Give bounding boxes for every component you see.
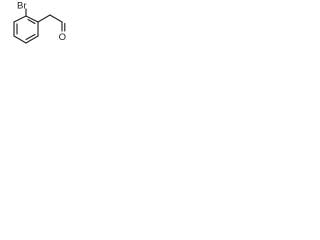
ring-bond-4	[25, 35, 39, 44]
bromine-label: Br	[17, 1, 27, 12]
ring-double-bond-1	[27, 18, 36, 25]
ring-double-bond-2	[25, 33, 36, 41]
molecule-diagram: Br O	[13, 1, 66, 44]
ring-bond-5	[13, 35, 27, 44]
benzene-ring	[13, 15, 39, 44]
acetaldehyde-side-chain	[37, 14, 66, 32]
ring-ch2-bond	[37, 14, 51, 23]
ring-bond-1	[13, 15, 27, 23]
ch2-cho-bond	[49, 14, 63, 23]
ring-bond-2	[25, 15, 39, 23]
oxygen-label: O	[59, 32, 66, 43]
